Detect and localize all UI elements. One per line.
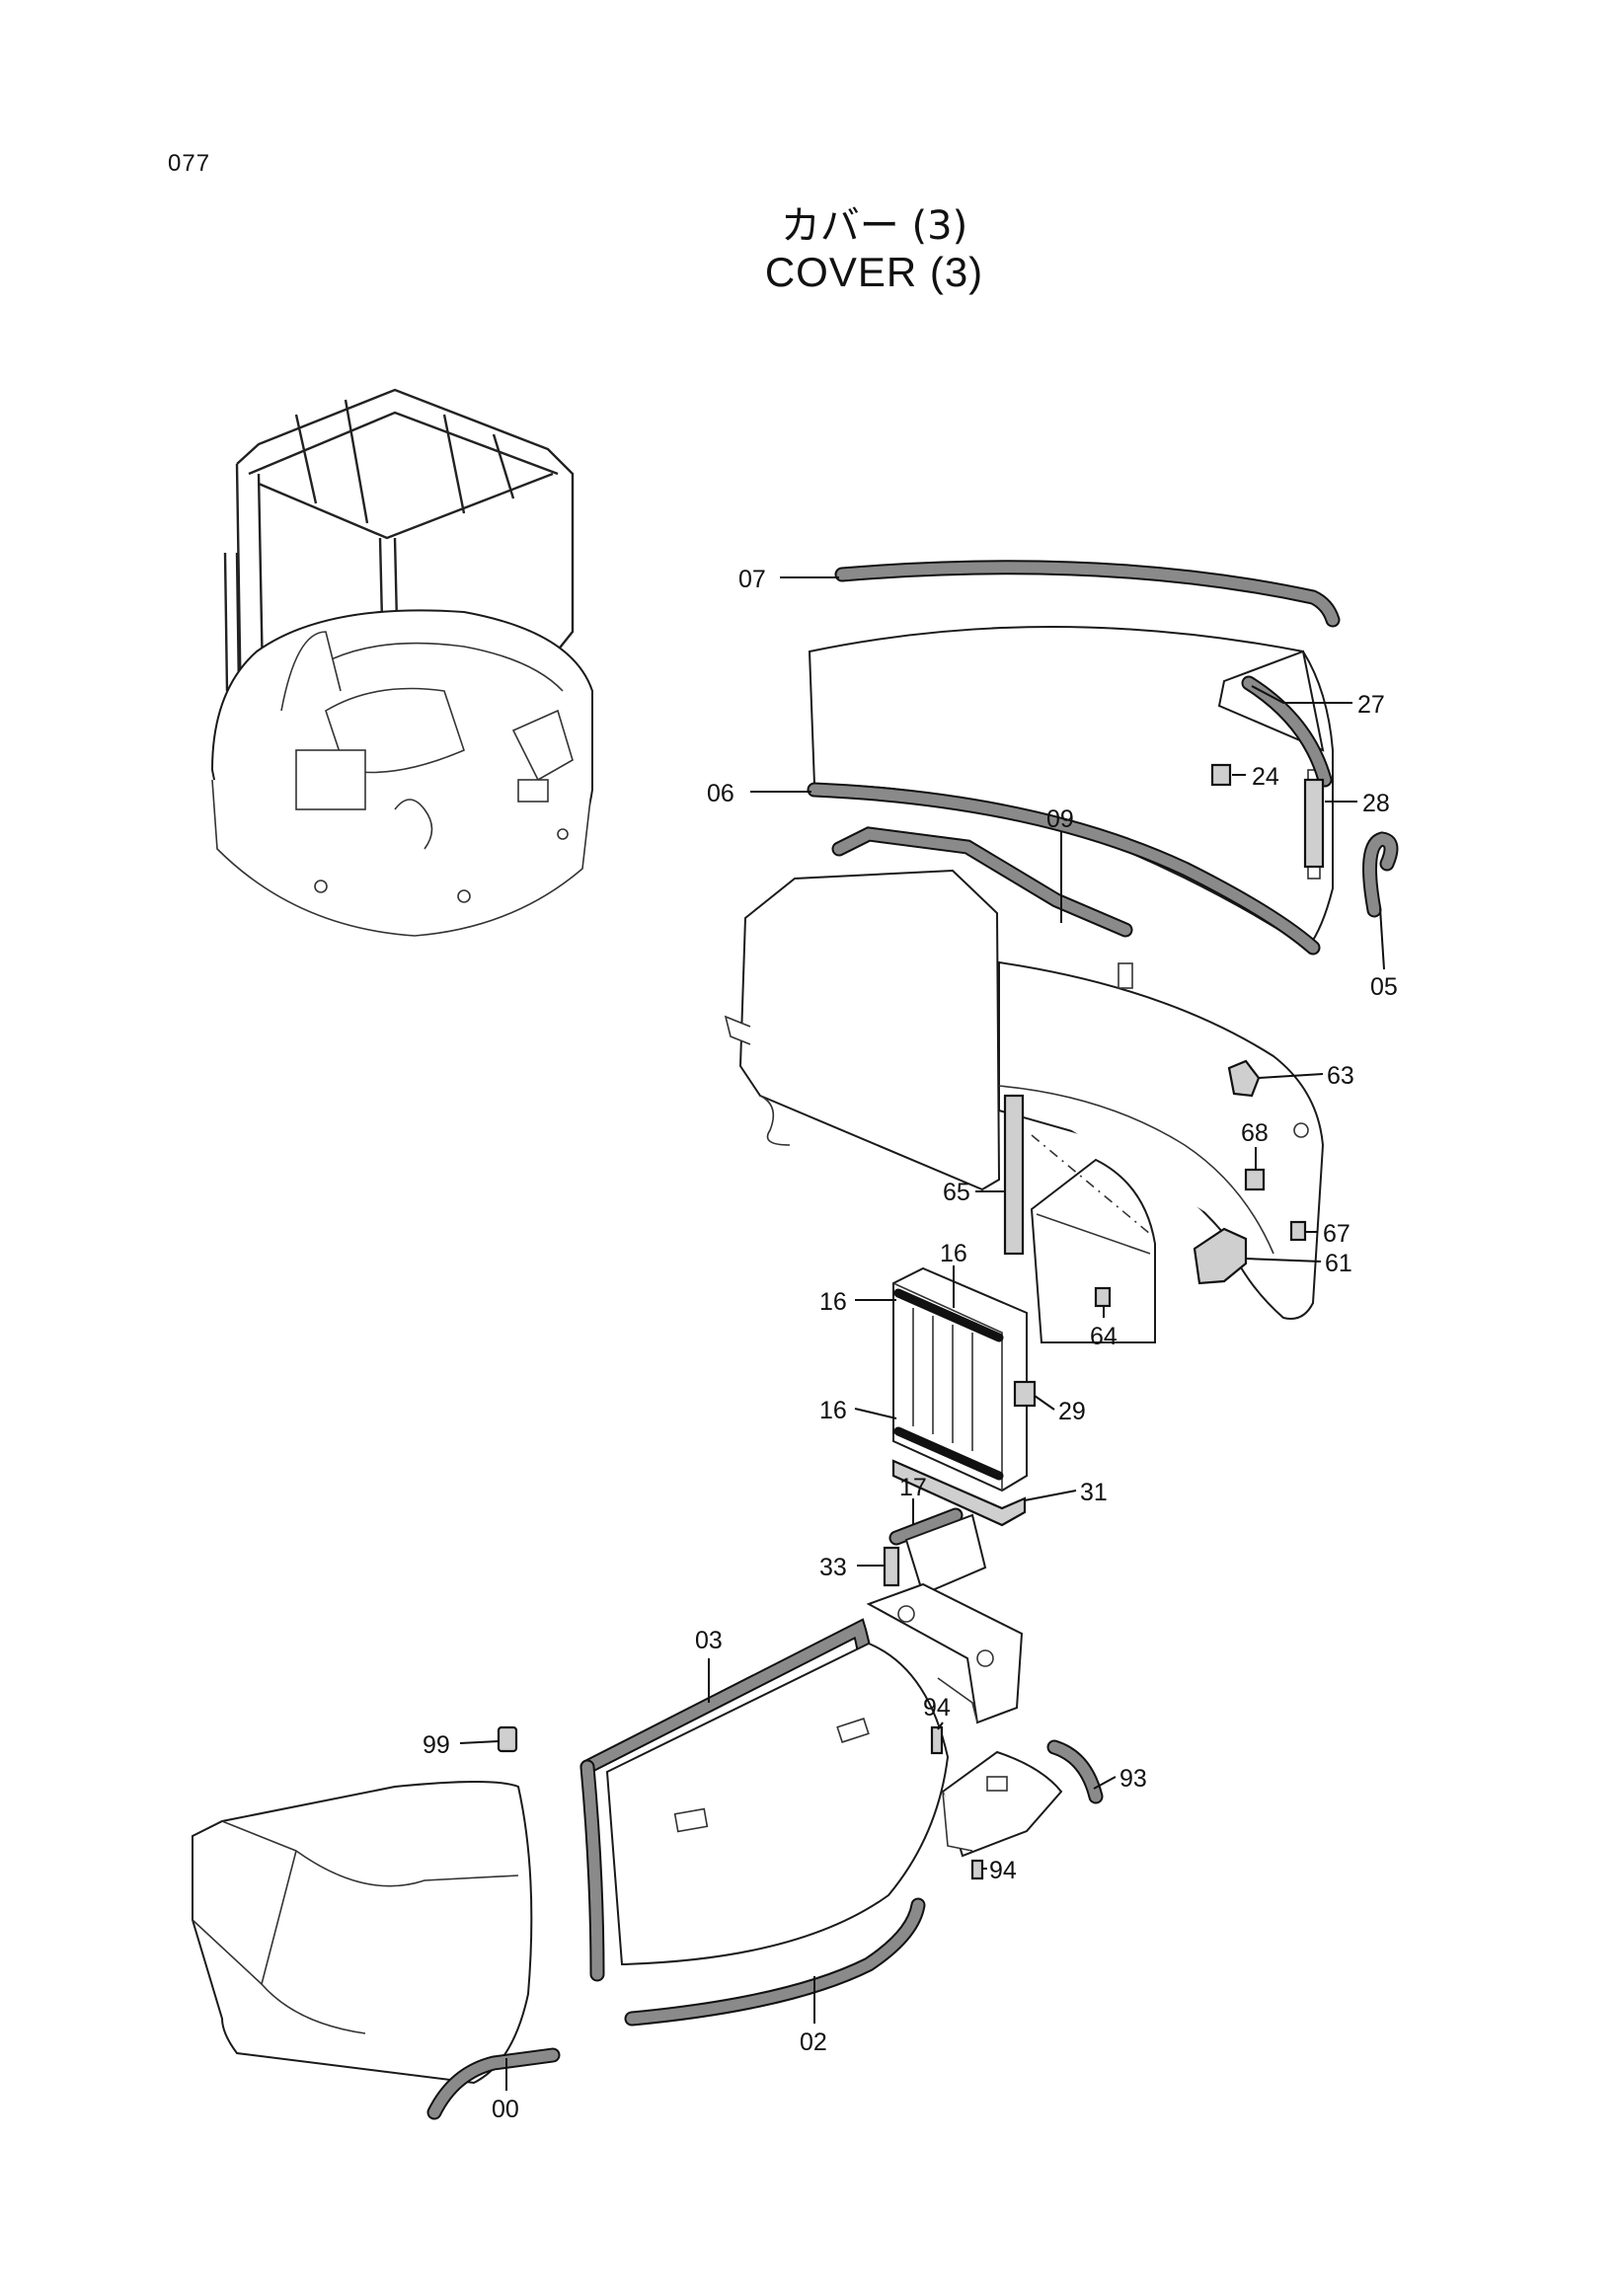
- radiator-core: [892, 1266, 1028, 1492]
- part-33-pad: [883, 1546, 900, 1587]
- callout-09: 09: [1046, 805, 1074, 833]
- part-31-base-seal: [891, 1459, 1027, 1527]
- callout-16-bottom: 16: [819, 1397, 847, 1424]
- part-63-block: [1227, 1059, 1261, 1098]
- callout-94-lower: 94: [989, 1857, 1017, 1884]
- part-94-bolt-upper: [930, 1725, 944, 1755]
- side-cover-panel: [724, 869, 1001, 1191]
- callout-00: 00: [492, 2096, 519, 2123]
- front-door-panel: [605, 1642, 950, 1966]
- callout-93: 93: [1119, 1765, 1147, 1793]
- part-93-curved-seal: [1046, 1739, 1104, 1804]
- callout-94-upper: 94: [923, 1694, 951, 1722]
- page-number: 077: [168, 150, 211, 177]
- callout-63: 63: [1327, 1062, 1354, 1090]
- counterweight-frame: [998, 960, 1325, 1320]
- callout-61: 61: [1325, 1250, 1352, 1277]
- callout-27: 27: [1357, 691, 1385, 719]
- callout-67: 67: [1323, 1220, 1350, 1248]
- callout-24: 24: [1252, 763, 1279, 791]
- callout-16-top: 16: [940, 1240, 967, 1267]
- front-corner-cover: [192, 1781, 533, 2085]
- callout-05: 05: [1370, 973, 1398, 1001]
- callout-31: 31: [1080, 1479, 1108, 1506]
- part-05-hook-seal: [1362, 831, 1399, 918]
- part-94-bolt-lower: [970, 1859, 984, 1880]
- part-24-block: [1210, 763, 1232, 787]
- callout-99: 99: [423, 1731, 450, 1759]
- radiator-guard-panel: [1030, 1134, 1156, 1343]
- callout-28: 28: [1362, 790, 1390, 817]
- part-00-edge-seal: [426, 2047, 561, 2120]
- callout-03: 03: [695, 1627, 723, 1654]
- part-99-block: [497, 1725, 518, 1753]
- callout-06: 06: [707, 780, 734, 807]
- part-29-block: [1013, 1380, 1037, 1408]
- part-17-strip: [888, 1507, 964, 1546]
- callout-65: 65: [943, 1179, 970, 1206]
- part-64-block: [1094, 1286, 1112, 1308]
- part-28-pad: [1303, 778, 1325, 869]
- machine-overview-illustration: [210, 388, 593, 937]
- callout-17: 17: [899, 1474, 927, 1501]
- part-09-seal: [831, 826, 1133, 938]
- callout-68: 68: [1241, 1119, 1269, 1147]
- page-title-english: COVER (3): [764, 249, 984, 295]
- leader-lines: [459, 576, 1385, 2091]
- part-68-block: [1244, 1168, 1266, 1191]
- page-title-japanese: カバー (3): [780, 203, 968, 249]
- callout-labels: 07 27 24 06 28 09 05 63 68 65 67 61 16 1…: [423, 566, 1398, 2123]
- part-67-block: [1289, 1220, 1307, 1242]
- part-02-bottom-seal: [624, 1897, 926, 2027]
- callout-64: 64: [1090, 1323, 1118, 1350]
- callout-07: 07: [738, 566, 766, 593]
- side-bracket-plate: [941, 1750, 1063, 1858]
- callout-33: 33: [819, 1554, 847, 1581]
- callout-29: 29: [1058, 1398, 1086, 1425]
- mounting-bracket: [866, 1513, 1024, 1724]
- part-61-bracket: [1193, 1227, 1248, 1285]
- part-06-lower-seal: [807, 782, 1321, 956]
- callout-16-left: 16: [819, 1288, 847, 1316]
- callout-02: 02: [800, 2028, 827, 2056]
- part-07-top-seal: [834, 560, 1341, 628]
- part-65-strip: [1003, 1094, 1025, 1256]
